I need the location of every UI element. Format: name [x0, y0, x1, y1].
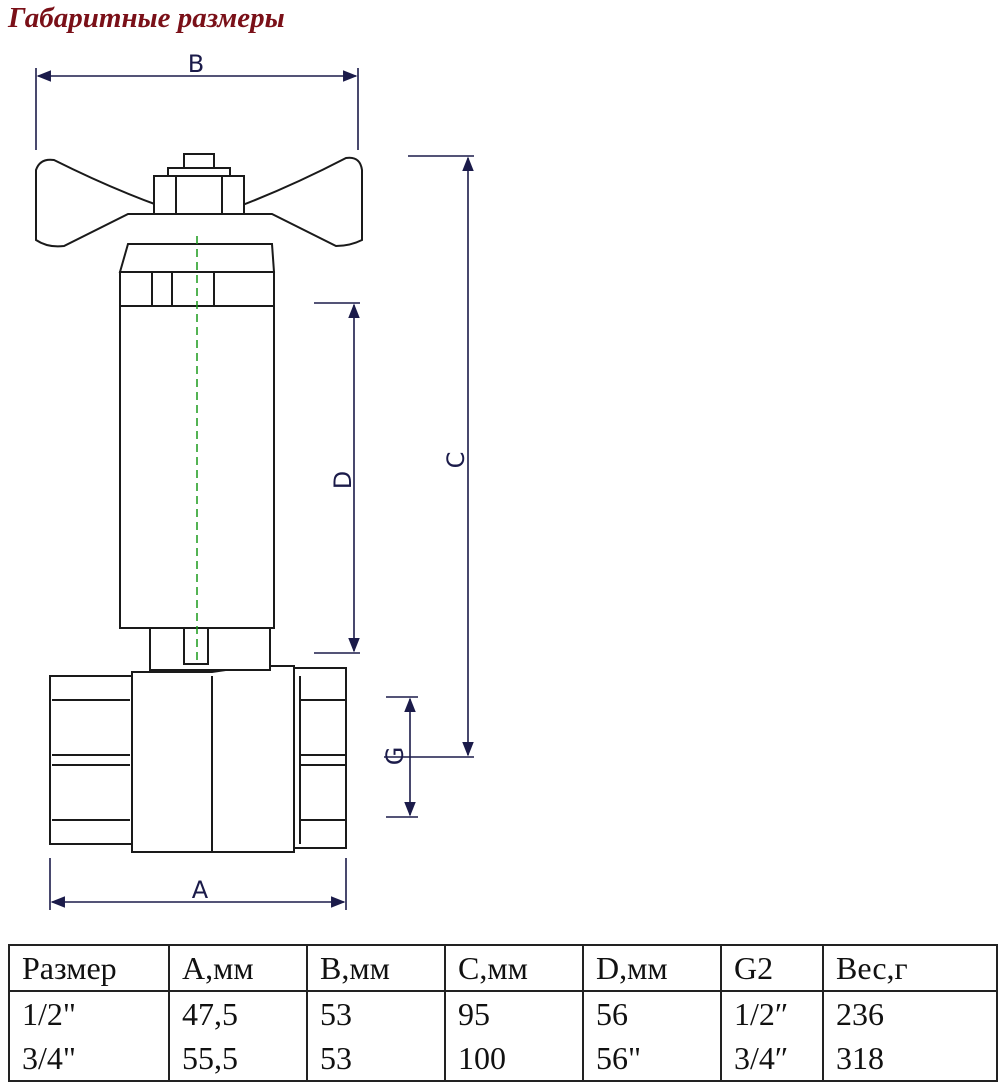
header-d: D,мм: [582, 944, 722, 992]
table-row: 1/2" 47,5 53 95 56 1/2″ 236: [8, 991, 998, 1036]
dimension-b: [35, 68, 359, 150]
header-g2: G2: [720, 944, 824, 992]
dimension-g: [386, 696, 418, 818]
valve-body: [35, 153, 363, 853]
handle-base: [118, 243, 276, 273]
right-thread-end: [293, 667, 347, 849]
header-weight: Вес,г: [822, 944, 998, 992]
dimension-c-label: C: [442, 452, 470, 469]
table-row: 3/4" 55,5 53 100 56" 3/4″ 318: [8, 1036, 998, 1082]
valve-dimension-drawing: B A C D G: [35, 50, 474, 910]
header-size: Размер: [8, 944, 170, 992]
valve-neck: [149, 625, 271, 671]
dimension-g-label: G: [381, 747, 409, 766]
dimension-b-label: B: [188, 50, 204, 78]
table-header-row: Размер A,мм B,мм C,мм D,мм G2 Вес,г: [8, 944, 998, 992]
cell-b: 53: [306, 1036, 446, 1082]
dimension-d-label: D: [329, 471, 357, 489]
page-title: Габаритные размеры: [8, 2, 285, 34]
cell-c: 100: [444, 1036, 584, 1082]
cell-d: 56": [582, 1036, 722, 1082]
cell-weight: 318: [822, 1036, 998, 1082]
dimension-c: [384, 155, 474, 758]
butterfly-handle: [35, 156, 363, 248]
cell-g2: 3/4″: [720, 1036, 824, 1082]
dimensions-table: Размер A,мм B,мм C,мм D,мм G2 Вес,г 1/2"…: [8, 944, 998, 1082]
dimension-d: [314, 302, 360, 654]
left-thread-end: [49, 675, 133, 845]
cell-size: 3/4": [8, 1036, 170, 1082]
cell-weight: 236: [822, 991, 998, 1036]
cell-c: 95: [444, 991, 584, 1036]
cell-d: 56: [582, 991, 722, 1036]
header-c: C,мм: [444, 944, 584, 992]
header-b: B,мм: [306, 944, 446, 992]
header-a: A,мм: [168, 944, 308, 992]
dimension-a-label: A: [192, 876, 209, 904]
handle-nut: [153, 175, 245, 215]
cell-a: 47,5: [168, 991, 308, 1036]
cell-size: 1/2": [8, 991, 170, 1036]
cell-g2: 1/2″: [720, 991, 824, 1036]
cell-b: 53: [306, 991, 446, 1036]
cell-a: 55,5: [168, 1036, 308, 1082]
dimension-a: [49, 858, 347, 910]
